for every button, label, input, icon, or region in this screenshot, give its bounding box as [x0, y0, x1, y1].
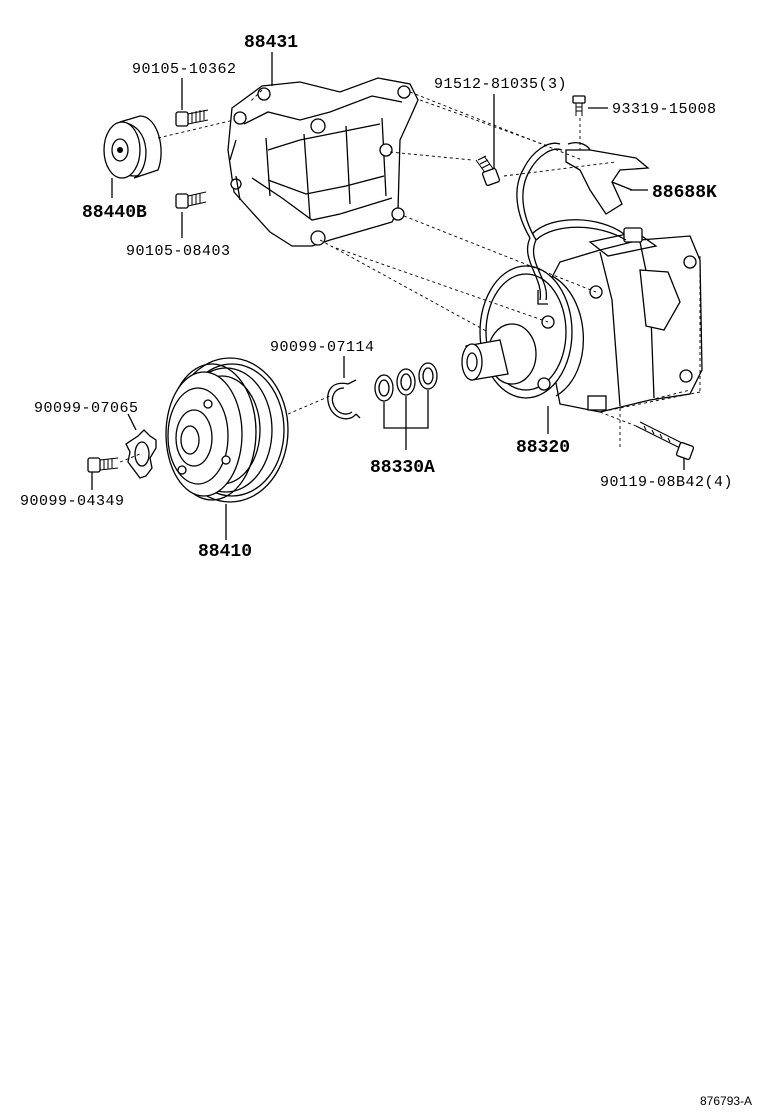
snap-ring-90099-07114[interactable]	[327, 379, 361, 420]
label-88431: 88431	[244, 33, 298, 53]
bolt-90099-04349[interactable]	[87, 457, 119, 473]
label-90105-10362: 90105-10362	[132, 61, 237, 78]
label-91512-81035: 91512-81035(3)	[434, 76, 567, 93]
bolt-90105-10362[interactable]	[175, 109, 209, 127]
wire-clip[interactable]	[565, 142, 650, 215]
label-90105-08403: 90105-08403	[126, 243, 231, 260]
ac-compressor[interactable]	[461, 142, 703, 413]
label-90119-08B42: 90119-08B42(4)	[600, 474, 733, 491]
label-90099-04349: 90099-04349	[20, 493, 125, 510]
label-88410: 88410	[198, 542, 252, 562]
label-88330A: 88330A	[370, 458, 435, 478]
screw-93319-15008[interactable]	[572, 95, 586, 116]
magnetic-clutch[interactable]	[165, 357, 289, 503]
diagram-reference-code: 876793-A	[700, 1094, 752, 1108]
idler-pulley[interactable]	[103, 115, 162, 179]
bolt-91512-81035[interactable]	[475, 155, 501, 187]
label-88320: 88320	[516, 438, 570, 458]
bolt-90105-08403[interactable]	[175, 191, 207, 209]
label-93319-15008: 93319-15008	[612, 101, 717, 118]
label-88688K: 88688K	[652, 183, 717, 203]
washers-88330A[interactable]	[374, 362, 438, 402]
bolt-90119-08B42[interactable]	[635, 421, 695, 461]
label-90099-07065: 90099-07065	[34, 400, 139, 417]
leader-lines	[91, 52, 685, 540]
compressor-bracket[interactable]	[227, 77, 419, 247]
label-88440B: 88440B	[82, 203, 147, 223]
shim-90099-07065[interactable]	[125, 429, 157, 479]
label-90099-07114: 90099-07114	[270, 339, 375, 356]
assembly-lines	[119, 89, 701, 463]
